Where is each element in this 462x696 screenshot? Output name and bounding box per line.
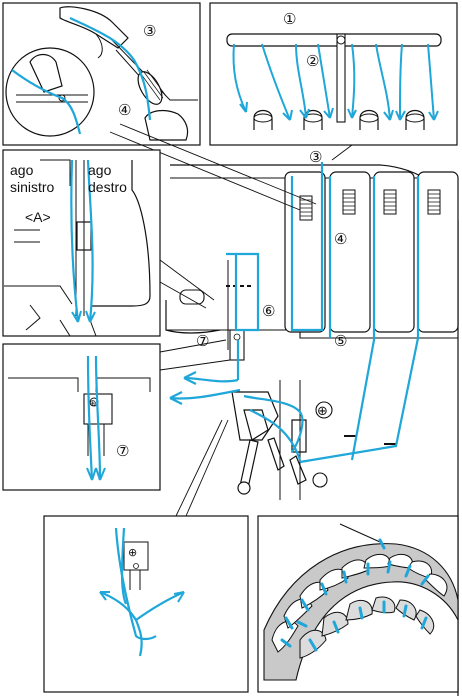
label-ago-sinistro-1: ago — [10, 162, 34, 178]
panel-needles: ago sinistro ago destro <A> — [3, 150, 160, 336]
telescopic-pole — [337, 34, 345, 122]
panel-stitch-result — [258, 516, 458, 692]
thread-guide-bar — [227, 34, 441, 46]
label-circle-7-main: ⑦ — [196, 332, 209, 350]
label-ago-destro-1: ago — [88, 162, 112, 178]
panel-looper-threads: ⊕ — [44, 516, 248, 692]
label-plus-clamp: ⊕ — [89, 399, 97, 409]
panel-top-right: ① ② — [210, 3, 457, 145]
panel-top-left: ③ ④ — [3, 3, 200, 145]
label-circle-4-top-left: ④ — [118, 101, 131, 119]
label-circle-6: ⑥ — [262, 302, 275, 320]
label-circle-4-main: ④ — [334, 230, 347, 248]
label-circle-1: ① — [283, 10, 296, 28]
label-circle-5: ⑤ — [334, 332, 347, 350]
label-plus-panel-bottom: ⊕ — [128, 546, 137, 559]
label-marker-a: <A> — [25, 209, 51, 225]
label-plus-screw: ⊕ — [317, 404, 328, 419]
label-ago-destro-2: destro — [88, 179, 127, 195]
label-circle-7-panel: ⑦ — [116, 442, 129, 460]
label-circle-3-main: ③ — [309, 148, 322, 166]
label-ago-sinistro-2: sinistro — [10, 179, 55, 195]
panel-needle-clamp: ⊕ ⑦ — [3, 344, 160, 490]
label-circle-2: ② — [306, 52, 319, 70]
thread-guide-slot — [180, 290, 204, 304]
label-circle-3-top-left: ③ — [143, 22, 156, 40]
